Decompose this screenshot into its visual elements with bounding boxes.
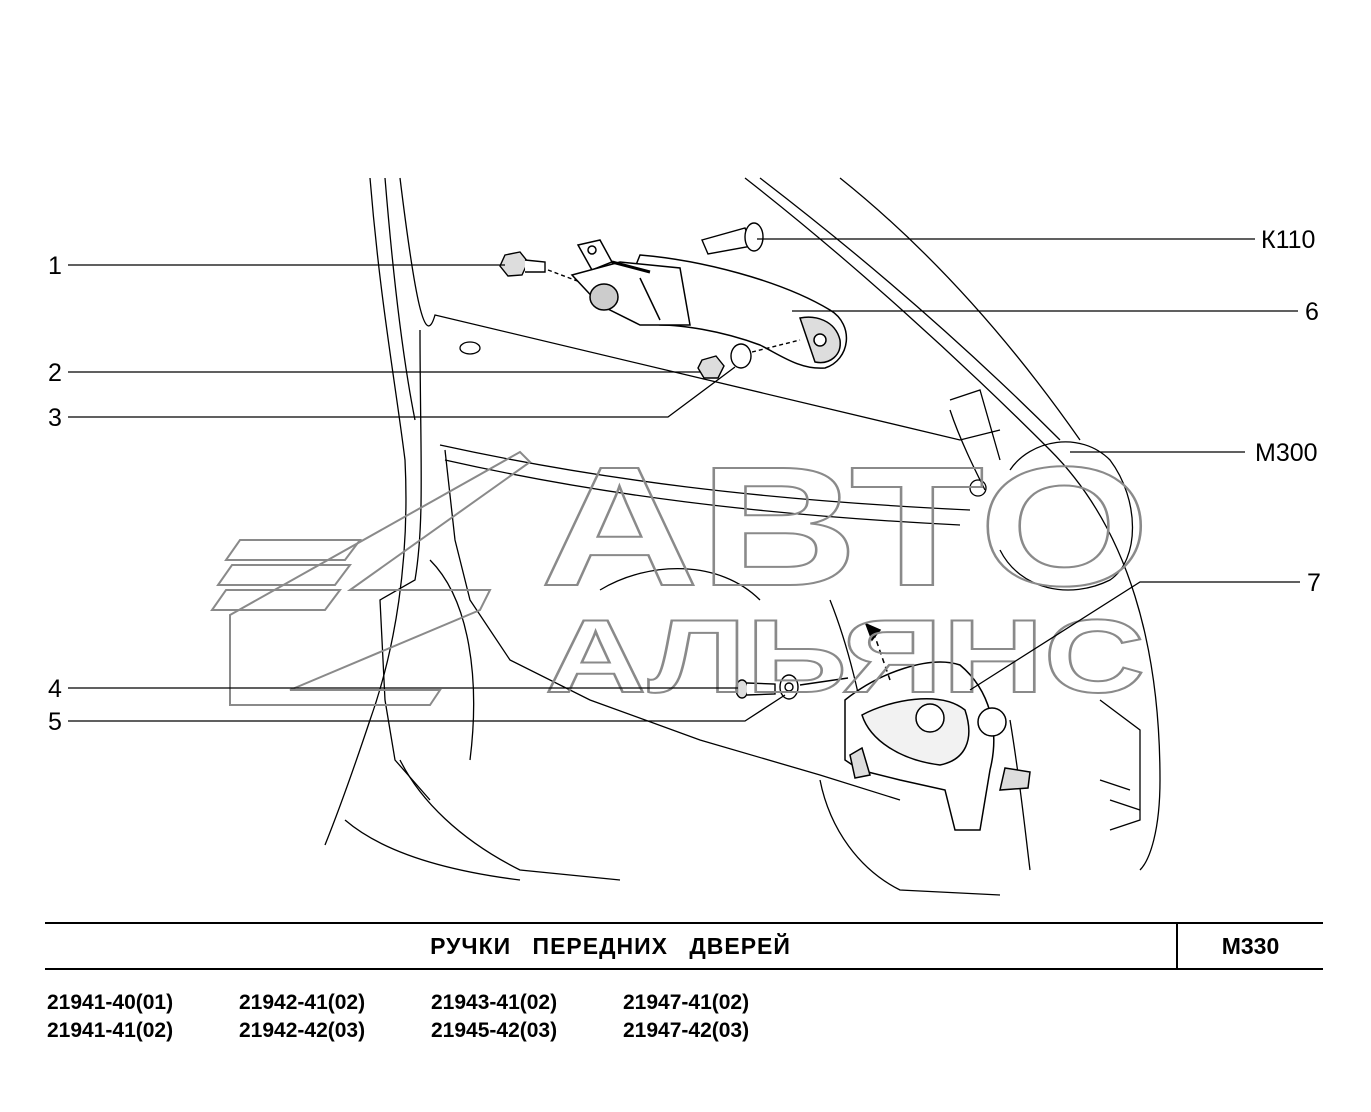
callout-4: 4 [48,675,62,703]
inner-handle [844,622,1031,831]
diagram-title: РУЧКИ ПЕРЕДНИХ ДВЕРЕЙ [430,932,791,959]
plug-k110 [701,222,764,255]
callout-labels: 1 2 3 4 5 6 7 К110 М300 [48,226,1321,736]
model-code: 21942-42(03) [239,1019,366,1042]
model-code: 21941-41(02) [47,1019,174,1042]
model-code: 21942-41(02) [239,991,366,1014]
watermark-line2: АЛЬЯНС [545,599,1145,715]
nut-2 [697,355,725,379]
model-code: 21943-41(02) [431,991,558,1014]
title-block: РУЧКИ ПЕРЕДНИХ ДВЕРЕЙ М330 [45,922,1323,970]
callout-6: 6 [1305,298,1319,326]
screw-1 [499,251,581,283]
model-code: 21947-41(02) [623,991,750,1014]
callout-5: 5 [48,708,62,736]
model-code: 21945-42(03) [431,1019,558,1042]
leader-lines [68,238,1300,722]
model-code: 21941-40(01) [47,991,174,1014]
diagram-code: М330 [1221,932,1280,959]
model-code: 21947-42(03) [623,1019,750,1042]
title-divider [1176,924,1178,968]
watermark-line1: АВТО [540,432,1150,622]
screw-4 [735,679,776,699]
watermark: АВТО АЛЬЯНС [210,431,1151,716]
model-list: 21941-40(01) 21942-41(02) 21943-41(02) 2… [47,991,807,1043]
callout-k110: К110 [1261,226,1315,254]
lock-cylinder [570,239,691,326]
washer-5 [779,674,849,700]
callout-2: 2 [48,359,62,387]
callout-m300: М300 [1255,439,1318,467]
callout-7: 7 [1307,569,1321,597]
callout-3: 3 [48,404,62,432]
washer-3 [730,339,801,369]
door-outline [324,177,1161,896]
callout-1: 1 [48,252,62,280]
